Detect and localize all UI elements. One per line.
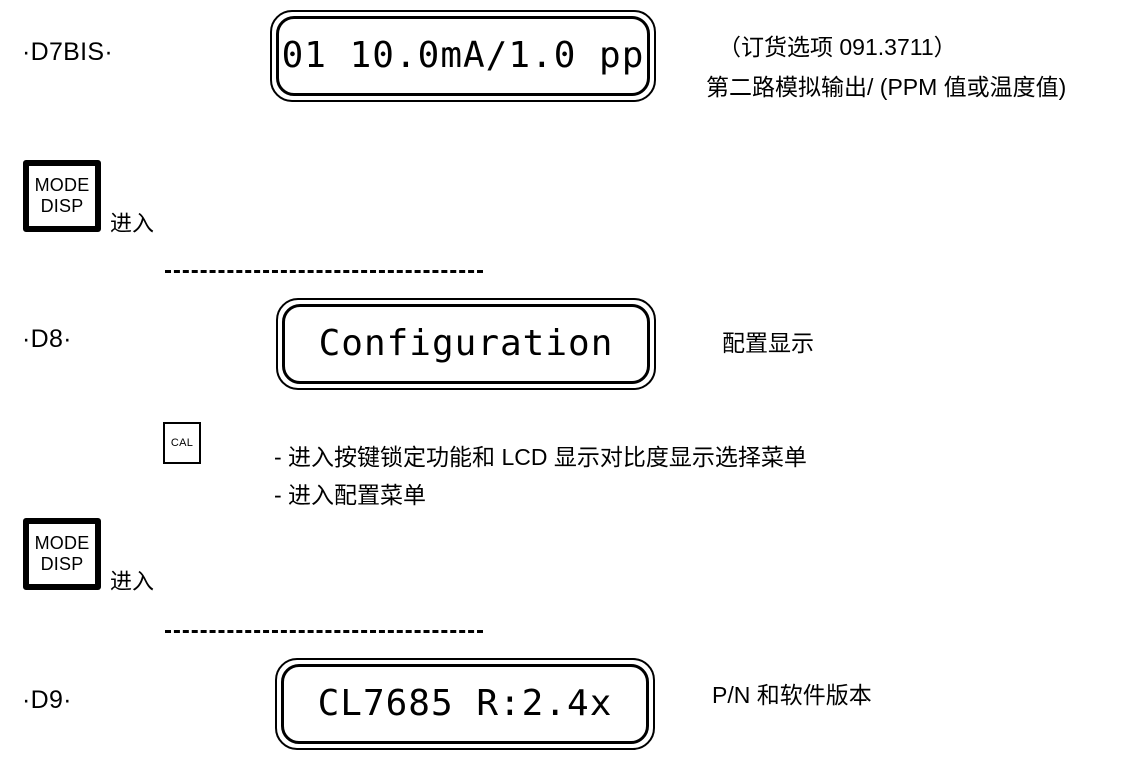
key-cal-label: CAL — [170, 437, 194, 449]
separator-dashed-2 — [165, 630, 483, 633]
separator-dashed-1 — [165, 270, 483, 273]
lcd-text-d8: Configuration — [318, 323, 614, 364]
lcd-display-d9: CL7685 R:2.4x — [275, 658, 655, 750]
lcd-display-d7bis: 01 10.0mA/1.0 pp — [270, 10, 656, 102]
annotation-d7bis-order-option: （订货选项 091.3711） — [718, 34, 957, 60]
key-mode-disp-2-line2: DISP — [40, 554, 84, 574]
annotation-d8-config-display: 配置显示 — [722, 330, 814, 356]
step-label-d7bis: ·D7BIS· — [22, 38, 114, 66]
key-mode-disp-2[interactable]: MODE DISP — [23, 518, 101, 590]
key-mode-disp-1-line2: DISP — [40, 196, 84, 216]
key-mode-disp-1-line1: MODE — [34, 175, 90, 196]
lcd-bezel-inner-d8: Configuration — [282, 304, 650, 384]
key-cal-action-2: - 进入配置菜单 — [274, 482, 427, 508]
lcd-text-d7bis: 01 10.0mA/1.0 pp — [281, 35, 645, 76]
key-mode-disp-2-action-label: 进入 — [110, 569, 155, 594]
lcd-text-d9: CL7685 R:2.4x — [317, 683, 613, 724]
lcd-bezel-inner-d7bis: 01 10.0mA/1.0 pp — [276, 16, 650, 96]
key-mode-disp-1[interactable]: MODE DISP — [23, 160, 101, 232]
key-mode-disp-1-action-label: 进入 — [110, 211, 155, 236]
key-mode-disp-2-line1: MODE — [34, 533, 90, 554]
step-label-d9: ·D9· — [22, 686, 72, 714]
annotation-d9-pn-software-version: P/N 和软件版本 — [712, 682, 872, 708]
key-cal[interactable]: CAL — [163, 422, 201, 464]
lcd-bezel-inner-d9: CL7685 R:2.4x — [281, 664, 649, 744]
key-cal-action-1: - 进入按键锁定功能和 LCD 显示对比度显示选择菜单 — [274, 444, 807, 470]
annotation-d7bis-second-analog-output: 第二路模拟输出/ (PPM 值或温度值) — [706, 74, 1067, 100]
lcd-display-d8: Configuration — [276, 298, 656, 390]
step-label-d8: ·D8· — [22, 325, 72, 353]
